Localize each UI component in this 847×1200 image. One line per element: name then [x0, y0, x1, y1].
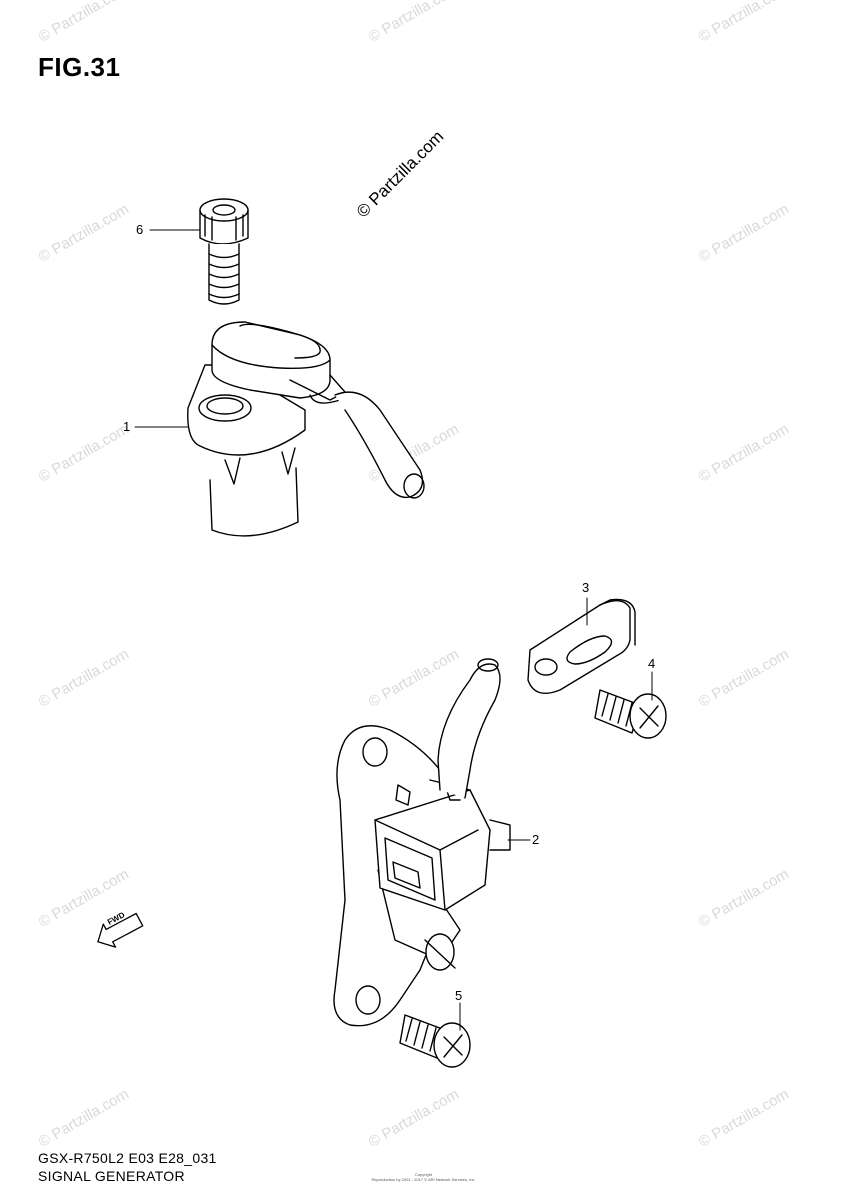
- model-code: GSX-R750L2 E03 E28_031: [38, 1150, 217, 1166]
- callout-1: 1: [123, 419, 131, 434]
- figure-title: FIG.31: [38, 52, 121, 82]
- plate-part-3[interactable]: [527, 598, 636, 694]
- callout-3: 3: [582, 580, 590, 595]
- sensor-part-1[interactable]: [187, 321, 425, 537]
- bolt-part-6[interactable]: [199, 198, 249, 305]
- diagram-name: SIGNAL GENERATOR: [38, 1168, 185, 1184]
- callout-6: 6: [136, 222, 144, 237]
- screw-part-4[interactable]: [594, 689, 667, 739]
- copyright-notice: Reproduction by 2001 - 2017 © ARI Networ…: [371, 1177, 476, 1182]
- leader-lines: [134, 229, 653, 1031]
- signal-generator-part-2[interactable]: [333, 658, 511, 1027]
- callout-2: 2: [532, 832, 540, 847]
- callout-4: 4: [648, 656, 656, 671]
- copyright-line: Copyright: [414, 1172, 433, 1177]
- screw-part-5[interactable]: [399, 1014, 471, 1068]
- fwd-arrow-icon: [97, 912, 144, 948]
- callout-5: 5: [455, 988, 463, 1003]
